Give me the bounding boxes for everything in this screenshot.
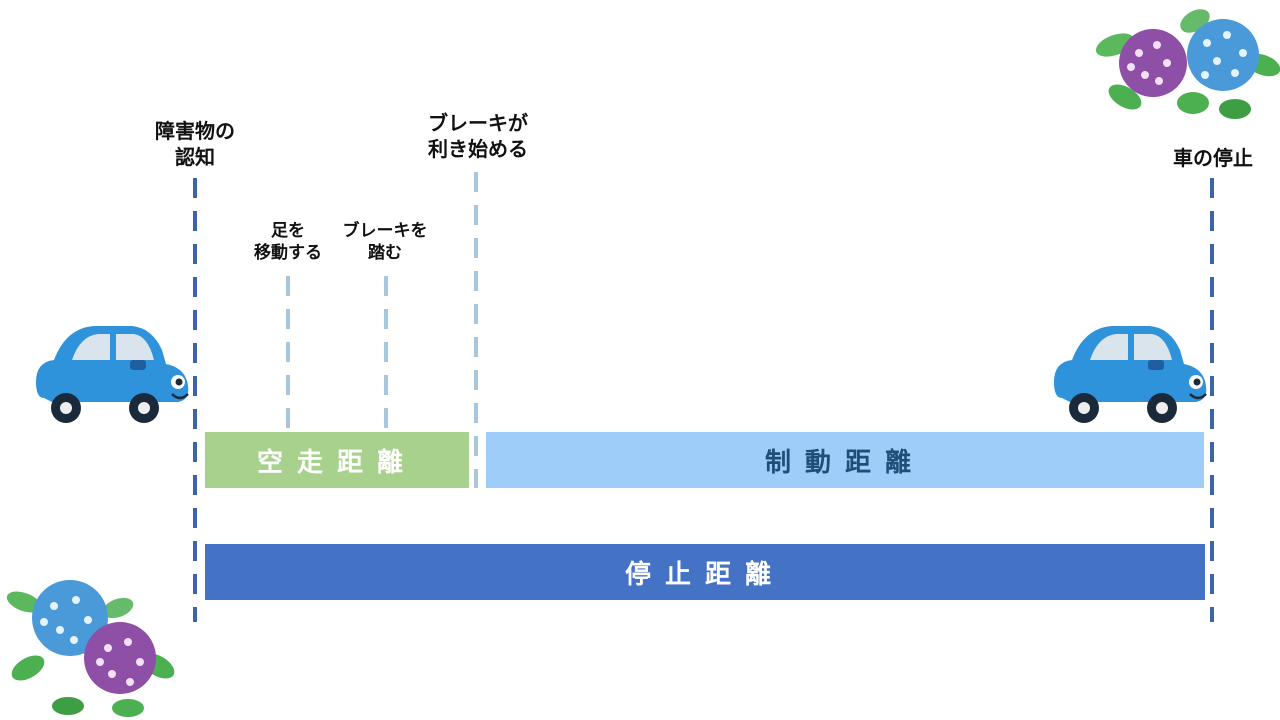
hydrangea-top-right-icon [1095, 9, 1280, 119]
free-running-distance-bar: 空走距離 [205, 432, 469, 488]
braking-distance-label: 制動距離 [764, 447, 925, 478]
label-move-foot: 足を 移動する [254, 221, 322, 264]
car-left-icon [36, 326, 189, 423]
label-brake-start: ブレーキが 利き始める [428, 111, 528, 161]
label-press-brake: ブレーキを 踏む [342, 221, 428, 264]
stopping-distance-label: 停止距離 [624, 559, 785, 590]
label-recognize: 障害物の 認知 [155, 119, 235, 169]
car-right-icon [1054, 326, 1207, 423]
braking-distance-bar: 制動距離 [486, 432, 1204, 488]
stopping-distance-bar: 停止距離 [205, 544, 1205, 600]
hydrangea-bottom-left-icon [6, 580, 175, 717]
free-running-distance-label: 空走距離 [256, 447, 417, 478]
label-car-stop: 車の停止 [1173, 146, 1253, 170]
